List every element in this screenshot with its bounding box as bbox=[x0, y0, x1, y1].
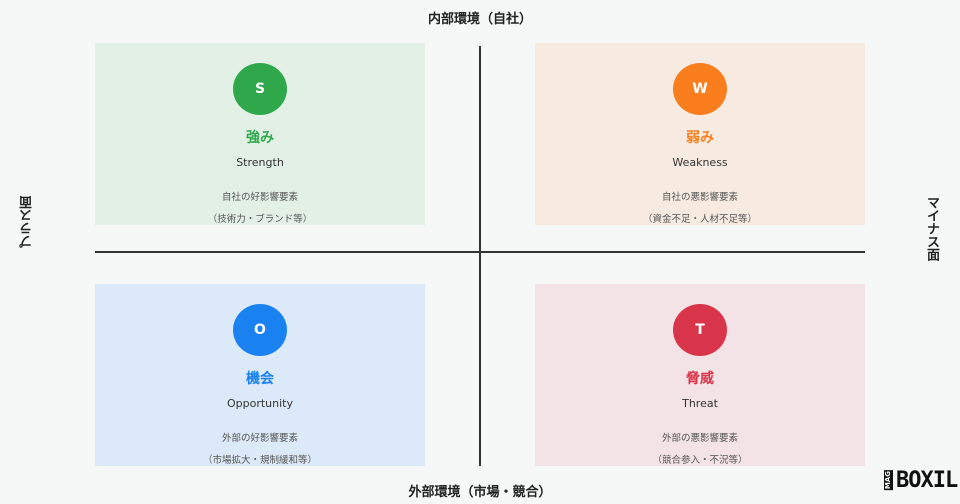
opportunity-examples: （市場拡大・規制緩和等） bbox=[202, 455, 317, 466]
opportunity-badge: O bbox=[233, 304, 287, 356]
internal-environment-label: 内部環境（自社） bbox=[427, 12, 532, 27]
opportunity-title: 機会 bbox=[246, 371, 274, 387]
weakness-english-label: Weakness bbox=[672, 156, 728, 169]
quadrant-opportunity: O 機会 Opportunity 外部の好影響要素 （市場拡大・規制緩和等） bbox=[95, 284, 425, 466]
strength-english-label: Strength bbox=[236, 156, 284, 169]
quadrant-threat: T 脅威 Threat 外部の悪影響要素 （競合参入・不況等） bbox=[535, 284, 865, 466]
positive-side-label: プラス面 bbox=[20, 196, 35, 248]
opportunity-description: 外部の好影響要素 bbox=[221, 433, 298, 444]
negative-side-label: マイナス面 bbox=[924, 196, 939, 261]
threat-examples: （競合参入・不況等） bbox=[652, 455, 748, 466]
threat-english-label: Threat bbox=[682, 397, 718, 410]
brand-mag-label: MAG bbox=[884, 470, 893, 491]
threat-description: 外部の悪影響要素 bbox=[661, 433, 738, 444]
external-environment-label: 外部環境（市場・競合） bbox=[408, 485, 552, 500]
strength-title: 強み bbox=[246, 130, 274, 146]
weakness-title: 弱み bbox=[686, 130, 714, 146]
threat-title: 脅威 bbox=[686, 371, 714, 387]
weakness-badge: W bbox=[673, 63, 727, 115]
horizontal-axis-line bbox=[95, 251, 865, 253]
strength-description: 自社の好影響要素 bbox=[221, 192, 298, 203]
opportunity-english-label: Opportunity bbox=[226, 397, 293, 410]
brand-name: BOXIL bbox=[896, 468, 958, 493]
strength-examples: （技術力・ブランド等） bbox=[207, 214, 313, 225]
strength-badge: S bbox=[233, 63, 287, 115]
brand-logo: MAG BOXIL bbox=[884, 468, 958, 493]
weakness-examples: （資金不足・人材不足等） bbox=[642, 214, 757, 225]
quadrant-strength: S 強み Strength 自社の好影響要素 （技術力・ブランド等） bbox=[95, 43, 425, 225]
quadrant-weakness: W 弱み Weakness 自社の悪影響要素 （資金不足・人材不足等） bbox=[535, 43, 865, 225]
vertical-axis-line bbox=[479, 46, 481, 466]
weakness-description: 自社の悪影響要素 bbox=[661, 192, 738, 203]
threat-badge: T bbox=[673, 304, 727, 356]
